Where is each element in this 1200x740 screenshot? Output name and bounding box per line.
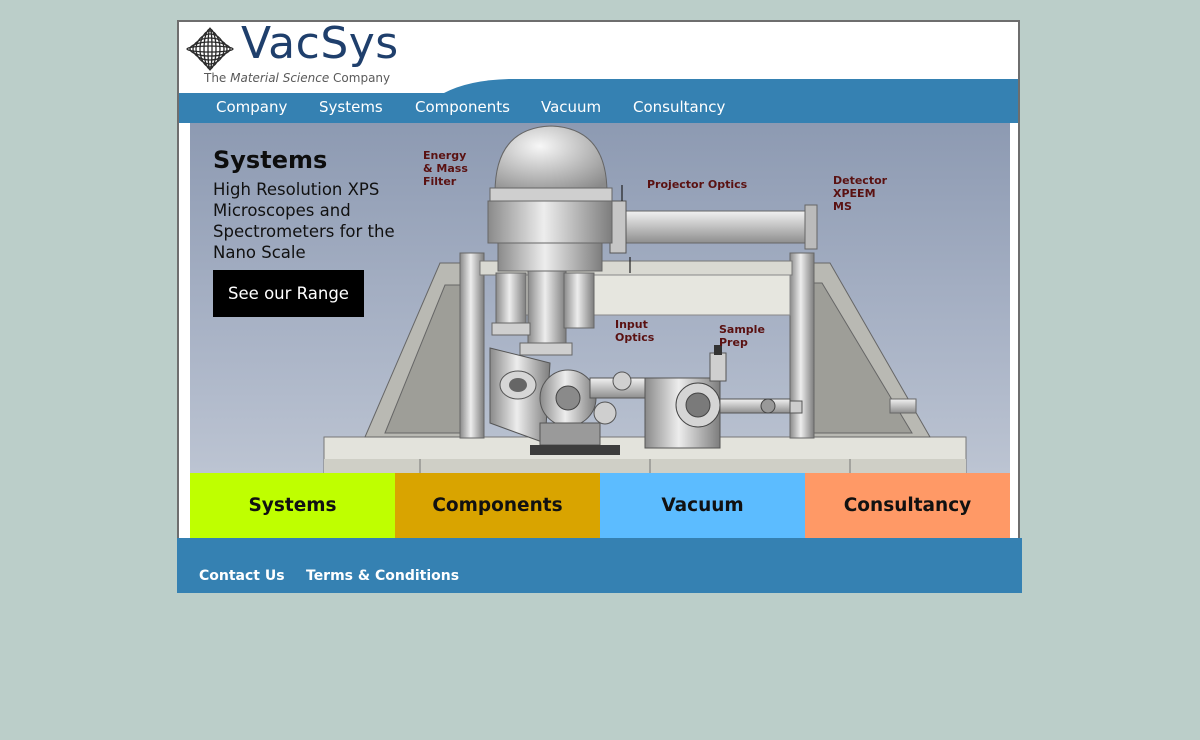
tagline-emphasis: Material Science [230, 71, 330, 85]
tile-vacuum[interactable]: Vacuum [600, 473, 805, 538]
footer-link-terms-conditions[interactable]: Terms & Conditions [306, 568, 460, 584]
annotation-line: Input [615, 318, 648, 331]
annotation-energy-mass-filter: Energy & Mass Filter [423, 149, 468, 188]
site-frame: VacSys The Material Science Company Comp… [177, 18, 1020, 538]
category-tiles: Systems Components Vacuum Consultancy [190, 473, 1010, 538]
tile-systems[interactable]: Systems [190, 473, 395, 538]
tile-consultancy[interactable]: Consultancy [805, 473, 1010, 538]
logo-tagline: The Material Science Company [204, 71, 390, 85]
tagline-end: Company [329, 71, 391, 85]
tagline-start: The [204, 71, 231, 85]
annotation-line: Filter [423, 175, 457, 188]
annotation-line: XPEEM [833, 187, 876, 200]
annotation-detector: Detector XPEEM MS [833, 174, 887, 213]
logo-wordmark[interactable]: VacSys [241, 18, 399, 69]
nav-item-company[interactable]: Company [216, 98, 288, 116]
footer-link-contact-us[interactable]: Contact Us [199, 568, 285, 584]
logo-swirl-icon [186, 27, 234, 71]
tile-components[interactable]: Components [395, 473, 600, 538]
site-footer: Contact Us Terms & Conditions [177, 538, 1022, 593]
annotation-projector-optics: Projector Optics [647, 178, 748, 191]
nav-item-vacuum[interactable]: Vacuum [541, 98, 602, 116]
annotation-line: Optics [615, 331, 655, 344]
main-nav: Company Systems Components Vacuum Consul… [179, 93, 1018, 123]
annotation-line: Energy [423, 149, 467, 162]
annotation-line: & Mass [423, 162, 468, 175]
annotation-input-optics: Input Optics [615, 318, 654, 344]
see-our-range-button[interactable]: See our Range [213, 270, 364, 317]
hero-subtitle: High Resolution XPS Microscopes and Spec… [213, 180, 395, 262]
nav-curve-decoration [444, 79, 1018, 94]
annotation-sample-prep: Sample Prep [719, 323, 765, 349]
hero-machine-illustration [323, 125, 967, 473]
nav-item-systems[interactable]: Systems [319, 98, 383, 116]
site-header: VacSys The Material Science Company [179, 18, 1018, 94]
nav-item-components[interactable]: Components [415, 98, 510, 116]
annotation-line: Detector [833, 174, 888, 187]
hero-title: Systems [213, 146, 328, 174]
hero-banner: Systems High Resolution XPS Microscopes … [190, 123, 1010, 473]
annotation-line: Prep [719, 336, 748, 349]
annotation-line: MS [833, 200, 852, 213]
nav-item-consultancy[interactable]: Consultancy [633, 98, 726, 116]
annotation-line: Sample [719, 323, 765, 336]
